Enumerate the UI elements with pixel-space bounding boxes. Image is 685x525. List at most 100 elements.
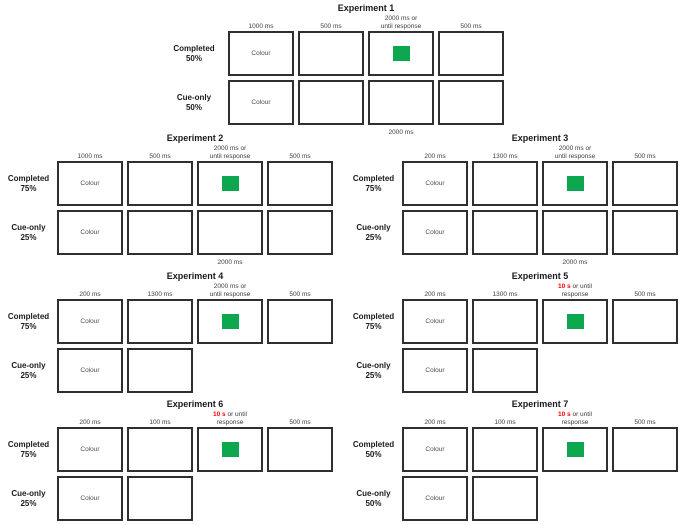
timing-label: 500 ms: [438, 14, 504, 31]
timing-line-2: 200 ms: [424, 419, 446, 426]
condition-percent: 75%: [20, 183, 37, 193]
condition-name: Cue-only: [356, 360, 391, 370]
timing-line-1: 2000 ms or: [384, 15, 418, 22]
screen-box: Colour: [402, 161, 468, 206]
colour-cue-label: Colour: [251, 99, 271, 106]
timing-line-2: 1000 ms: [248, 23, 274, 30]
green-target-square-icon: [566, 176, 584, 191]
timing-label: 200 ms: [57, 410, 123, 427]
screen-box: [438, 80, 504, 125]
condition-name: Completed: [352, 311, 395, 321]
experiment-title: Experiment 5: [511, 271, 569, 281]
screen-box: Colour: [402, 299, 468, 344]
screen-box: [612, 161, 678, 206]
screen-box: Colour: [57, 348, 123, 393]
timing-label: 1300 ms: [472, 144, 538, 161]
green-target-square-icon: [392, 46, 410, 61]
timing-label: 1000 ms: [57, 144, 123, 161]
timing-label: 200 ms: [402, 410, 468, 427]
colour-cue-label: Colour: [425, 180, 445, 187]
condition-name: Cue-only: [356, 488, 391, 498]
screen-box: [542, 161, 608, 206]
timing-line-2: 500 ms: [289, 419, 311, 426]
screen-box: [267, 210, 333, 255]
colour-cue-label: Colour: [425, 495, 445, 502]
timing-label: 500 ms: [267, 282, 333, 299]
screen-box: [368, 31, 434, 76]
timing-line-1: 2000 ms or: [558, 145, 592, 152]
screen-box: [197, 427, 263, 472]
timing-line-2: 100 ms: [149, 419, 171, 426]
screen-box: [127, 476, 193, 521]
screen-box: [127, 161, 193, 206]
timing-line-2: 1000 ms: [77, 153, 103, 160]
timing-line-2: 500 ms: [634, 419, 656, 426]
screen-box: [127, 348, 193, 393]
timing-line-2: 1300 ms: [147, 291, 173, 298]
condition-percent: 75%: [20, 449, 37, 459]
colour-cue-label: Colour: [425, 446, 445, 453]
timing-line-1: 2000 ms or: [213, 283, 247, 290]
timing-line-2: 200 ms: [79, 291, 101, 298]
experiment-title: Experiment 1: [337, 3, 395, 13]
colour-cue-label: Colour: [425, 367, 445, 374]
screen-box: [267, 299, 333, 344]
screen-box: [197, 210, 263, 255]
red-duration-text: 10 s: [558, 283, 571, 290]
green-target-square-icon: [221, 442, 239, 457]
timing-label: 500 ms: [267, 144, 333, 161]
screen-box: [197, 299, 263, 344]
screen-box: Colour: [57, 427, 123, 472]
timing-label: 1300 ms: [127, 282, 193, 299]
screen-box: [612, 299, 678, 344]
timing-line-2: 1300 ms: [492, 291, 518, 298]
timing-line-2: response: [561, 419, 589, 426]
condition-percent: 25%: [20, 370, 37, 380]
timing-line-2: 500 ms: [289, 291, 311, 298]
condition-percent: 50%: [185, 53, 202, 63]
timing-line-1: 10 s or until: [558, 283, 592, 290]
colour-cue-label: Colour: [80, 229, 100, 236]
timing-line-2: 100 ms: [494, 419, 516, 426]
condition-name: Cue-only: [11, 222, 46, 232]
screen-box: Colour: [402, 476, 468, 521]
timing-label: 500 ms: [612, 410, 678, 427]
timing-label: 500 ms: [612, 282, 678, 299]
screen-box: [197, 161, 263, 206]
screen-box: [472, 210, 538, 255]
screen-box: [472, 299, 538, 344]
condition-percent: 50%: [185, 102, 202, 112]
timing-line-2: 500 ms: [320, 23, 342, 30]
footer-duration-label: 2000 ms: [562, 259, 588, 266]
condition-name: Completed: [173, 43, 215, 53]
green-target-square-icon: [566, 314, 584, 329]
condition-name: Completed: [352, 439, 395, 449]
timing-line-2: until response: [554, 153, 596, 160]
timing-label: 500 ms: [612, 144, 678, 161]
screen-box: Colour: [402, 427, 468, 472]
screen-box: Colour: [57, 476, 123, 521]
timing-line-2: 500 ms: [149, 153, 171, 160]
colour-cue-label: Colour: [425, 318, 445, 325]
red-duration-text: 10 s: [558, 411, 571, 418]
